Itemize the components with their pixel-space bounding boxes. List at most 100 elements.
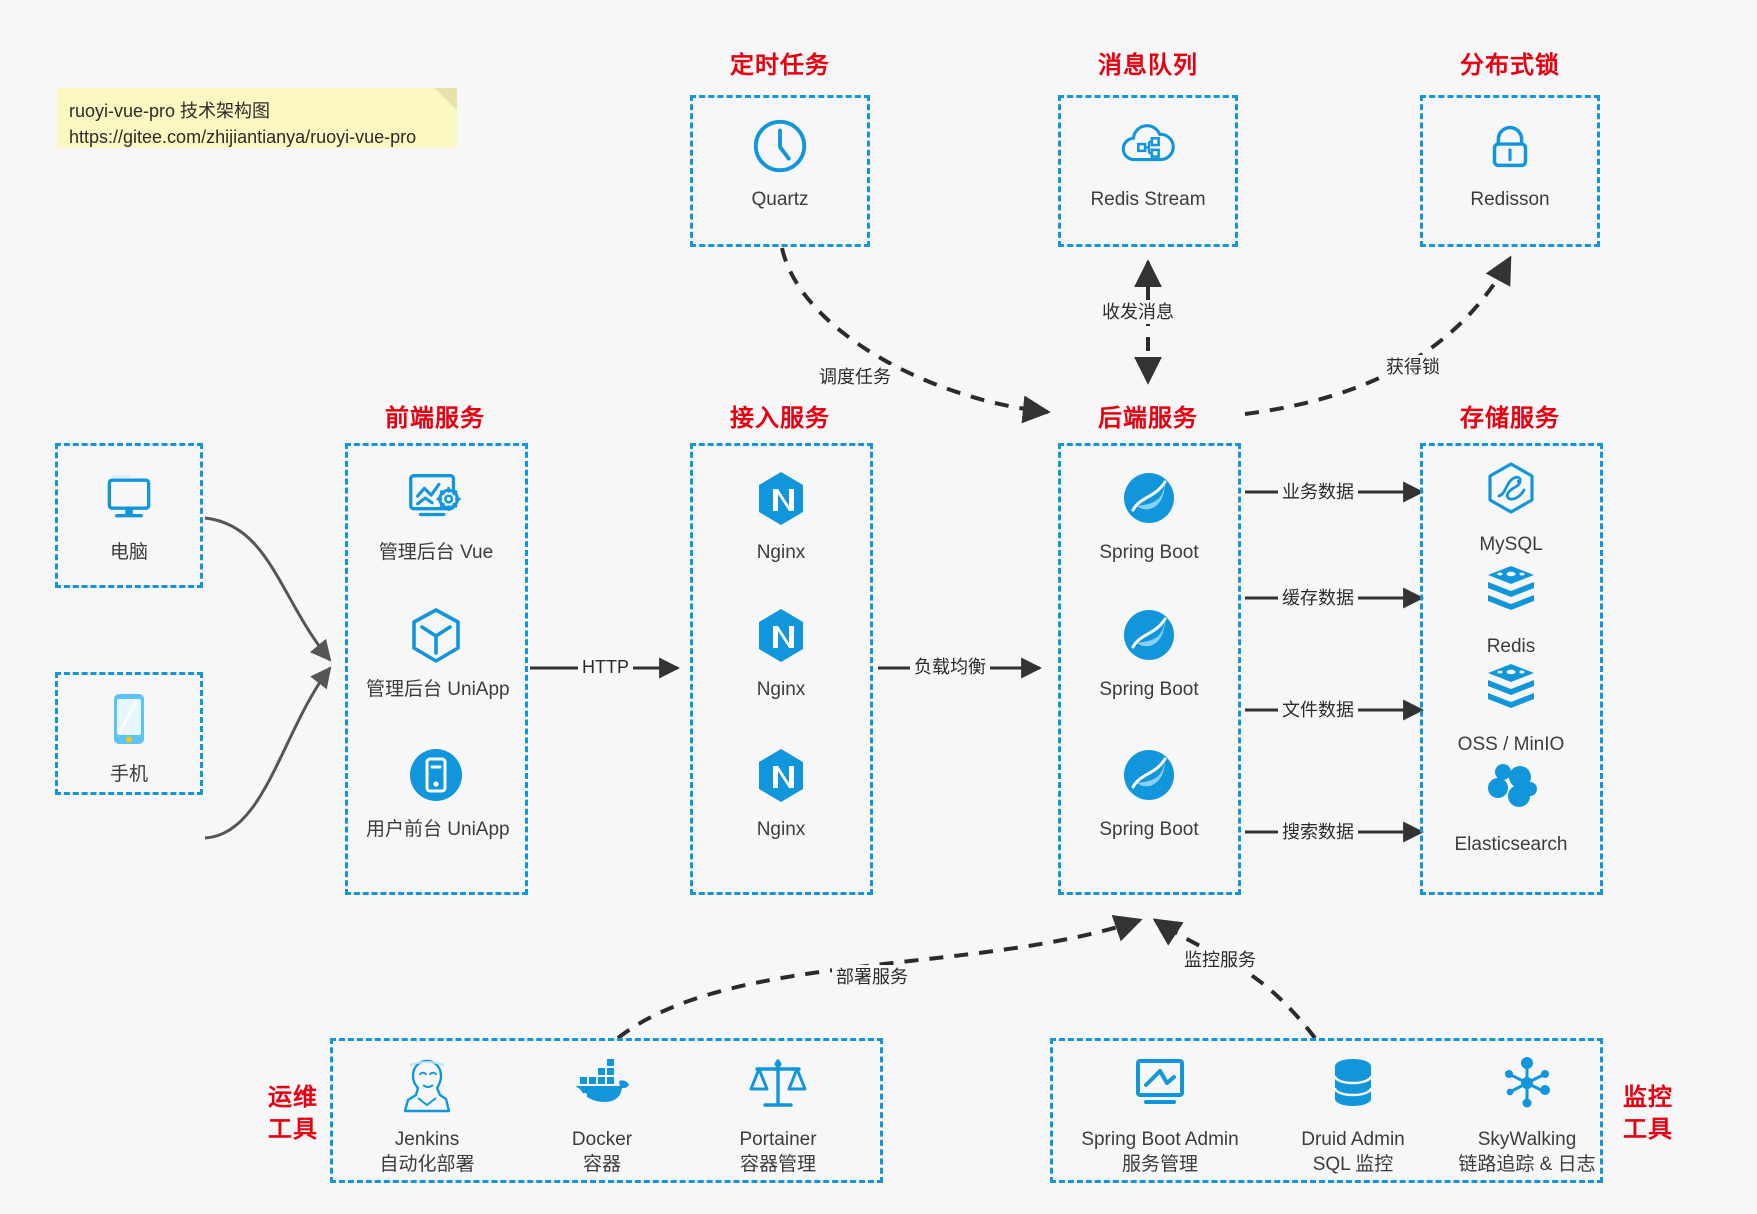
- spring-boot-icon: [1079, 605, 1219, 671]
- monitoring-title-line1: 监控: [1623, 1084, 1673, 1111]
- node-label: Redis: [1486, 636, 1536, 657]
- node-sublabel: 服务管理: [1121, 1154, 1198, 1175]
- node-portainer[interactable]: Portainer 容器管理: [693, 1055, 863, 1177]
- mobile-app-icon: [366, 745, 506, 811]
- node-nginx-2[interactable]: Nginx: [711, 605, 851, 702]
- section-box-monitoring: [1050, 1038, 1603, 1183]
- client-box-desktop: [55, 443, 203, 588]
- edge-label-deploy-service: 部署服务: [832, 965, 912, 989]
- node-label: Nginx: [756, 542, 806, 563]
- node-sublabel: SQL 监控: [1312, 1154, 1394, 1175]
- mobile-phone-icon: [59, 690, 199, 756]
- cloud-stream-icon: [1078, 115, 1218, 181]
- section-title-distributed-lock: 分布式锁: [1460, 52, 1560, 79]
- spring-boot-icon: [1079, 468, 1219, 534]
- node-label: Druid Admin: [1301, 1129, 1405, 1150]
- node-quartz[interactable]: Quartz: [710, 115, 850, 212]
- edge-label-http: HTTP: [578, 655, 633, 679]
- client-box-mobile: [55, 672, 203, 795]
- node-label: OSS / MinIO: [1457, 734, 1565, 755]
- node-spring-boot-3[interactable]: Spring Boot: [1079, 745, 1219, 842]
- nginx-icon: [711, 468, 851, 534]
- section-box-message-queue: [1058, 95, 1238, 247]
- node-admin-vue[interactable]: 管理后台 Vue: [366, 468, 506, 565]
- section-box-storage: [1420, 443, 1603, 895]
- node-label: Jenkins: [394, 1129, 460, 1150]
- node-label: SkyWalking: [1477, 1129, 1577, 1150]
- devops-title-line2: 工具: [268, 1116, 318, 1143]
- node-label: Nginx: [756, 819, 806, 840]
- section-title-storage: 存储服务: [1460, 405, 1560, 432]
- devops-title-line1: 运维: [268, 1084, 318, 1111]
- node-druid-admin[interactable]: Druid Admin SQL 监控: [1263, 1055, 1443, 1177]
- elasticsearch-icon: [1441, 760, 1581, 826]
- node-label: Spring Boot: [1099, 819, 1199, 840]
- node-spring-boot-admin[interactable]: Spring Boot Admin 服务管理: [1060, 1055, 1260, 1177]
- node-label: Redisson: [1470, 189, 1550, 210]
- skywalking-icon: [1437, 1055, 1617, 1121]
- monitoring-title-line2: 工具: [1623, 1116, 1673, 1143]
- section-title-backend: 后端服务: [1098, 405, 1198, 432]
- jenkins-icon: [342, 1055, 512, 1121]
- node-redisson[interactable]: Redisson: [1440, 115, 1580, 212]
- dashboard-gear-icon: [366, 468, 506, 534]
- node-label: 用户前台 UniApp: [366, 819, 510, 840]
- cube-icon: [366, 605, 506, 671]
- node-sublabel: 链路追踪 & 日志: [1458, 1154, 1596, 1175]
- node-sublabel: 自动化部署: [379, 1154, 475, 1175]
- node-label: 电脑: [109, 542, 148, 563]
- portainer-icon: [693, 1055, 863, 1121]
- node-docker[interactable]: Docker 容器: [517, 1055, 687, 1177]
- note-folded-corner: [435, 88, 457, 110]
- section-title-frontend: 前端服务: [385, 405, 485, 432]
- node-label: Redis Stream: [1090, 189, 1206, 210]
- section-box-backend: [1058, 443, 1241, 895]
- node-spring-boot-1[interactable]: Spring Boot: [1079, 468, 1219, 565]
- node-mobile-phone[interactable]: 手机: [59, 690, 199, 787]
- docker-icon: [517, 1055, 687, 1121]
- edge-label-search-data: 搜索数据: [1278, 820, 1358, 844]
- node-skywalking[interactable]: SkyWalking 链路追踪 & 日志: [1437, 1055, 1617, 1177]
- section-title-message-queue: 消息队列: [1098, 52, 1198, 79]
- node-spring-boot-2[interactable]: Spring Boot: [1079, 605, 1219, 702]
- edge-label-schedule-task: 调度任务: [815, 365, 895, 389]
- edge-label-business-data: 业务数据: [1278, 480, 1358, 504]
- node-user-uniapp[interactable]: 用户前台 UniApp: [366, 745, 510, 842]
- section-title-devops: 运维 工具: [258, 1082, 328, 1146]
- edge-label-file-data: 文件数据: [1278, 698, 1358, 722]
- node-label: Quartz: [751, 189, 809, 210]
- oss-minio-icon: [1441, 660, 1581, 726]
- node-nginx-3[interactable]: Nginx: [711, 745, 851, 842]
- redis-icon: [1441, 562, 1581, 628]
- node-mysql[interactable]: MySQL: [1441, 460, 1581, 557]
- note-title: ruoyi-vue-pro 技术架构图: [69, 101, 271, 121]
- node-jenkins[interactable]: Jenkins 自动化部署: [342, 1055, 512, 1177]
- node-label: Docker: [571, 1129, 633, 1150]
- section-box-frontend: [345, 443, 528, 895]
- node-sublabel: 容器: [582, 1154, 621, 1175]
- node-nginx-1[interactable]: Nginx: [711, 468, 851, 565]
- edge-label-monitor-service: 监控服务: [1180, 948, 1260, 972]
- database-icon: [1263, 1055, 1443, 1121]
- node-admin-uniapp[interactable]: 管理后台 UniApp: [366, 605, 510, 702]
- lock-icon: [1440, 115, 1580, 181]
- nginx-icon: [711, 605, 851, 671]
- monitor-chart-icon: [1060, 1055, 1260, 1121]
- node-label: MySQL: [1479, 534, 1543, 555]
- edge-label-load-balance: 负载均衡: [910, 655, 990, 679]
- node-redis[interactable]: Redis: [1441, 562, 1581, 659]
- sticky-note: ruoyi-vue-pro 技术架构图 https://gitee.com/zh…: [57, 88, 457, 148]
- node-label: Elasticsearch: [1454, 834, 1568, 855]
- node-label: Spring Boot Admin: [1081, 1129, 1239, 1150]
- node-label: 管理后台 UniApp: [366, 679, 510, 700]
- node-label: Spring Boot: [1099, 679, 1199, 700]
- desktop-icon: [59, 468, 199, 534]
- node-oss-minio[interactable]: OSS / MinIO: [1441, 660, 1581, 757]
- section-box-gateway: [690, 443, 873, 895]
- section-box-devops: [330, 1038, 883, 1183]
- node-redis-stream[interactable]: Redis Stream: [1078, 115, 1218, 212]
- node-desktop[interactable]: 电脑: [59, 468, 199, 565]
- mysql-icon: [1441, 460, 1581, 526]
- node-elasticsearch[interactable]: Elasticsearch: [1441, 760, 1581, 857]
